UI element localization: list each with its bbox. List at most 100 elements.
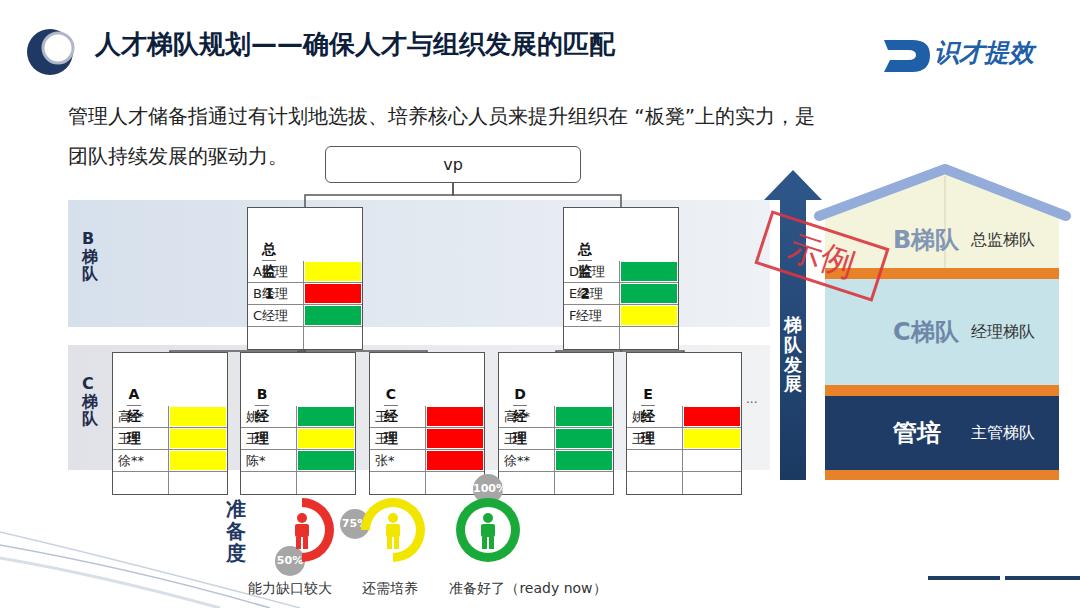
roof-ridge [944, 176, 946, 268]
readiness-cell [305, 328, 361, 348]
readiness-cell [427, 429, 483, 448]
table-row: 徐** [113, 450, 227, 472]
node-subtitle: 总监梯队 [971, 230, 1035, 251]
table-row: 高** [499, 406, 613, 428]
house-stripe [825, 470, 1059, 480]
readiness-cell [170, 473, 226, 493]
node-title: vp [443, 155, 463, 174]
node-title: 梯队发展 [784, 315, 802, 394]
name-cell: F经理 [564, 305, 620, 326]
table-row: A经理 [248, 261, 362, 283]
node-subtitle: 经理梯队 [971, 322, 1035, 343]
table-cell: 姚* [632, 406, 682, 427]
node-title: B梯队 [82, 230, 98, 283]
table-cell: A经理 [253, 261, 303, 282]
name-cell: B经理 [248, 283, 304, 304]
readiness-cell [621, 262, 677, 281]
table-cell: 王* [246, 428, 296, 449]
table-cell: 徐** [118, 450, 168, 471]
table-row: B经理 [248, 283, 362, 305]
vp-box: vp [325, 146, 581, 183]
table-row: 王* [113, 428, 227, 450]
table-cell: 王* [632, 428, 682, 449]
table-row [627, 450, 741, 472]
node-title: 总监1 [262, 238, 276, 261]
readiness-cell [621, 306, 677, 325]
brand-logo: 识才提效 [934, 36, 1034, 69]
director-table: 总监2D经理E经理F经理 [563, 207, 679, 350]
legend-item: 准备好了（ready now） [452, 494, 524, 566]
table-row: 王* [370, 428, 484, 450]
readiness-cell [556, 473, 612, 493]
table-row: 王* [370, 406, 484, 428]
readiness-cell [621, 328, 677, 348]
name-cell: 姚* [241, 406, 297, 427]
node-title: C经理 [384, 383, 398, 406]
legend-title: 准备度 [226, 498, 246, 564]
name-cell [627, 472, 683, 494]
readiness-cell [298, 429, 354, 448]
name-cell: 张* [370, 450, 426, 471]
person-leg [482, 537, 487, 549]
growth-arrow: 梯队发展 [764, 170, 822, 480]
table-row: 王* [627, 428, 741, 450]
readiness-cell [556, 407, 612, 426]
table-row: C经理 [248, 305, 362, 327]
table-row: D经理 [564, 261, 678, 283]
readiness-cell [684, 407, 740, 426]
name-cell: D经理 [564, 261, 620, 282]
name-cell: 姚* [627, 406, 683, 427]
legend-text: 准备好了（ready now） [449, 580, 606, 598]
logo-icon [884, 40, 930, 72]
table-cell: 王* [375, 406, 425, 427]
table-row: 陈* [241, 450, 355, 472]
person-head [297, 513, 307, 523]
table-row [370, 472, 484, 494]
footer-bar [928, 576, 1000, 580]
readiness-cell [684, 473, 740, 493]
legend-swatch [361, 498, 425, 562]
name-cell: 王* [370, 428, 426, 449]
person-head [388, 513, 398, 523]
footer-bar [1005, 576, 1080, 580]
legend-item: 还需培养 [357, 494, 429, 566]
house-band: 管培主管梯队 [825, 396, 1059, 470]
table-cell: E经理 [569, 283, 619, 304]
table-row [248, 327, 362, 349]
name-cell [370, 472, 426, 494]
growth-arrow-head [764, 170, 822, 200]
name-cell: 王* [499, 428, 555, 449]
table-cell: 张* [375, 450, 425, 471]
manager-table: D经理高**王*徐** [498, 352, 614, 495]
readiness-gauge [452, 494, 524, 566]
readiness-cell [305, 306, 361, 325]
node-title: 管培 [893, 417, 971, 449]
table-row: 高** [113, 406, 227, 428]
name-cell: 王* [370, 406, 426, 427]
readiness-cell [427, 407, 483, 426]
table-row: 徐** [499, 450, 613, 472]
name-cell [627, 450, 683, 471]
node-title: B经理 [255, 383, 269, 406]
table-row: E经理 [564, 283, 678, 305]
name-cell [499, 472, 555, 494]
tier-band: B梯队总监1A经理B经理C经理总监2D经理E经理F经理 [68, 200, 770, 327]
name-cell: 高** [113, 406, 169, 427]
logo-ring [43, 33, 73, 63]
readiness-cell [298, 407, 354, 426]
manager-table: E经理姚*王* [626, 352, 742, 495]
readiness-cell [298, 451, 354, 470]
manager-table: A经理高**王*徐** [112, 352, 228, 495]
table-row: 姚* [241, 406, 355, 428]
readiness-cell [684, 451, 740, 470]
table-cell: B经理 [253, 283, 303, 304]
node-title: E经理 [641, 383, 655, 406]
readiness-cell [298, 473, 354, 493]
logo-disc [27, 29, 73, 75]
table-row [627, 472, 741, 494]
house-band: C梯队经理梯队 [825, 279, 1059, 385]
table-cell: 王* [118, 428, 168, 449]
tree-connector [305, 183, 453, 207]
node-title: B梯队 [893, 224, 971, 256]
